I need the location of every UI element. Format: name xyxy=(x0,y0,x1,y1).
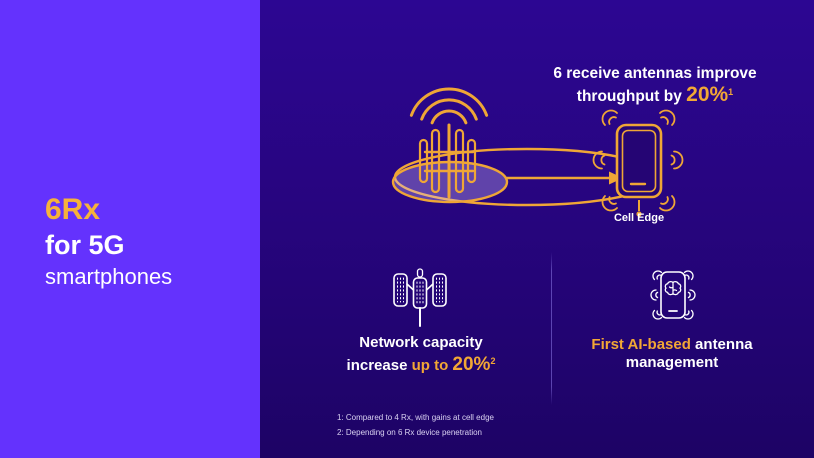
signal-wave-icons xyxy=(592,106,684,215)
base-station-icon xyxy=(393,268,447,327)
page-title: 6Rx for 5G smartphones xyxy=(45,192,172,292)
network-capacity-caption: Network capacity increase up to 20%2 xyxy=(346,334,496,375)
ai-smartphone-icon xyxy=(650,268,696,322)
content-panel: 6 receive antennas improve throughput by… xyxy=(260,0,814,458)
capacity-value: 20% xyxy=(452,354,491,375)
section-divider xyxy=(551,252,552,405)
headline-line2: throughput by 20%1 xyxy=(576,83,734,107)
left-panel: 6Rx for 5G smartphones xyxy=(0,0,260,458)
arrow-right-icon xyxy=(506,171,623,185)
headline: 6 receive antennas improve throughput by… xyxy=(505,64,805,106)
title-smartphones: smartphones xyxy=(45,264,173,289)
ai-antenna-caption: First AI-based antenna management xyxy=(591,336,753,371)
footnotes: 1: Compared to 4 Rx, with gains at cell … xyxy=(337,410,494,440)
headline-line1: 6 receive antennas improve xyxy=(553,65,757,82)
cell-edge-label: Cell Edge xyxy=(613,212,665,224)
title-for-5g: for 5G xyxy=(45,230,125,260)
footnote-ref-2: 2 xyxy=(490,356,496,366)
cell-tower-icon xyxy=(409,87,489,199)
smartphone-icon xyxy=(615,123,663,199)
footnote-1: 1: Compared to 4 Rx, with gains at cell … xyxy=(337,413,494,422)
footnote-2: 2: Depending on 6 Rx device penetration xyxy=(337,428,482,437)
title-6rx: 6Rx xyxy=(45,193,101,226)
ai-accent-text: First AI-based xyxy=(591,336,691,353)
footnote-ref-1: 1 xyxy=(728,87,734,97)
throughput-value: 20% xyxy=(686,83,729,107)
coverage-ellipse xyxy=(393,147,661,207)
cell-ellipse xyxy=(391,160,509,204)
